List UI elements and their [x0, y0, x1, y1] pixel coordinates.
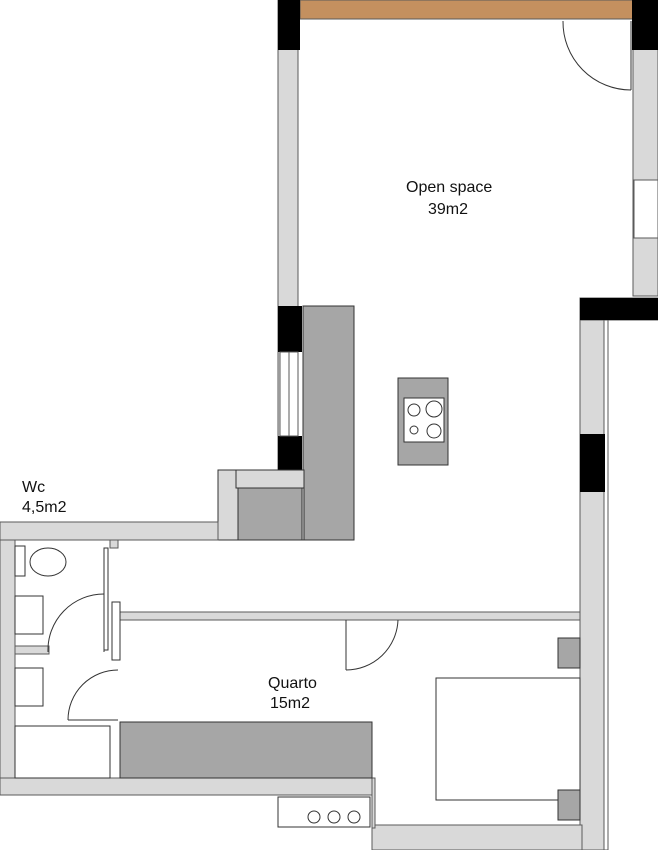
kitchen-cabinet	[237, 487, 303, 541]
room-area-wc: 4,5m2	[22, 499, 67, 516]
pillar	[278, 436, 302, 470]
wc-north-wall	[0, 521, 219, 541]
bedroom-partition-wall	[117, 611, 581, 621]
west-wall	[0, 539, 16, 796]
south-wall-right	[371, 824, 583, 850]
south-wall-step	[371, 777, 376, 829]
room-area-quarto: 15m2	[270, 695, 310, 712]
east-window	[633, 179, 658, 239]
cooktop-icon	[277, 796, 371, 828]
kitchen	[217, 305, 355, 541]
south-wall	[0, 777, 373, 796]
pillar	[278, 306, 302, 352]
east-lower-window	[603, 319, 609, 850]
room-name-open-space: Open space	[406, 179, 492, 196]
room-area-open-space: 39m2	[428, 201, 468, 218]
wardrobe	[119, 721, 373, 779]
wc-partition-horizontal	[14, 645, 50, 655]
toilet-icon	[14, 545, 67, 577]
pillar	[632, 0, 658, 50]
door-swing-icon[interactable]	[47, 593, 105, 653]
shower-tray	[14, 725, 111, 779]
kitchen-counter-top	[235, 469, 305, 489]
pillar	[278, 0, 300, 50]
glass-door[interactable]	[299, 0, 635, 20]
pillar	[580, 298, 658, 320]
door-swing-icon[interactable]	[345, 619, 399, 671]
nightstands	[557, 637, 581, 821]
kitchen-counter-vertical	[302, 305, 355, 541]
bed	[435, 677, 581, 801]
pillar	[580, 434, 605, 492]
washbasin	[14, 595, 44, 635]
wc-fixtures	[14, 595, 111, 779]
door-swing-icon[interactable]	[67, 669, 119, 721]
washbasin-bedroom	[14, 667, 44, 707]
room-name-quarto: Quarto	[268, 675, 317, 692]
door-swing-icon[interactable]	[562, 20, 632, 91]
wc-door-frames	[103, 547, 121, 661]
cooktop-icon	[397, 377, 449, 466]
wc-partition-post	[109, 539, 119, 549]
room-name-wc: Wc	[22, 479, 45, 496]
pillars	[278, 0, 658, 492]
east-wall-lower	[579, 319, 606, 850]
